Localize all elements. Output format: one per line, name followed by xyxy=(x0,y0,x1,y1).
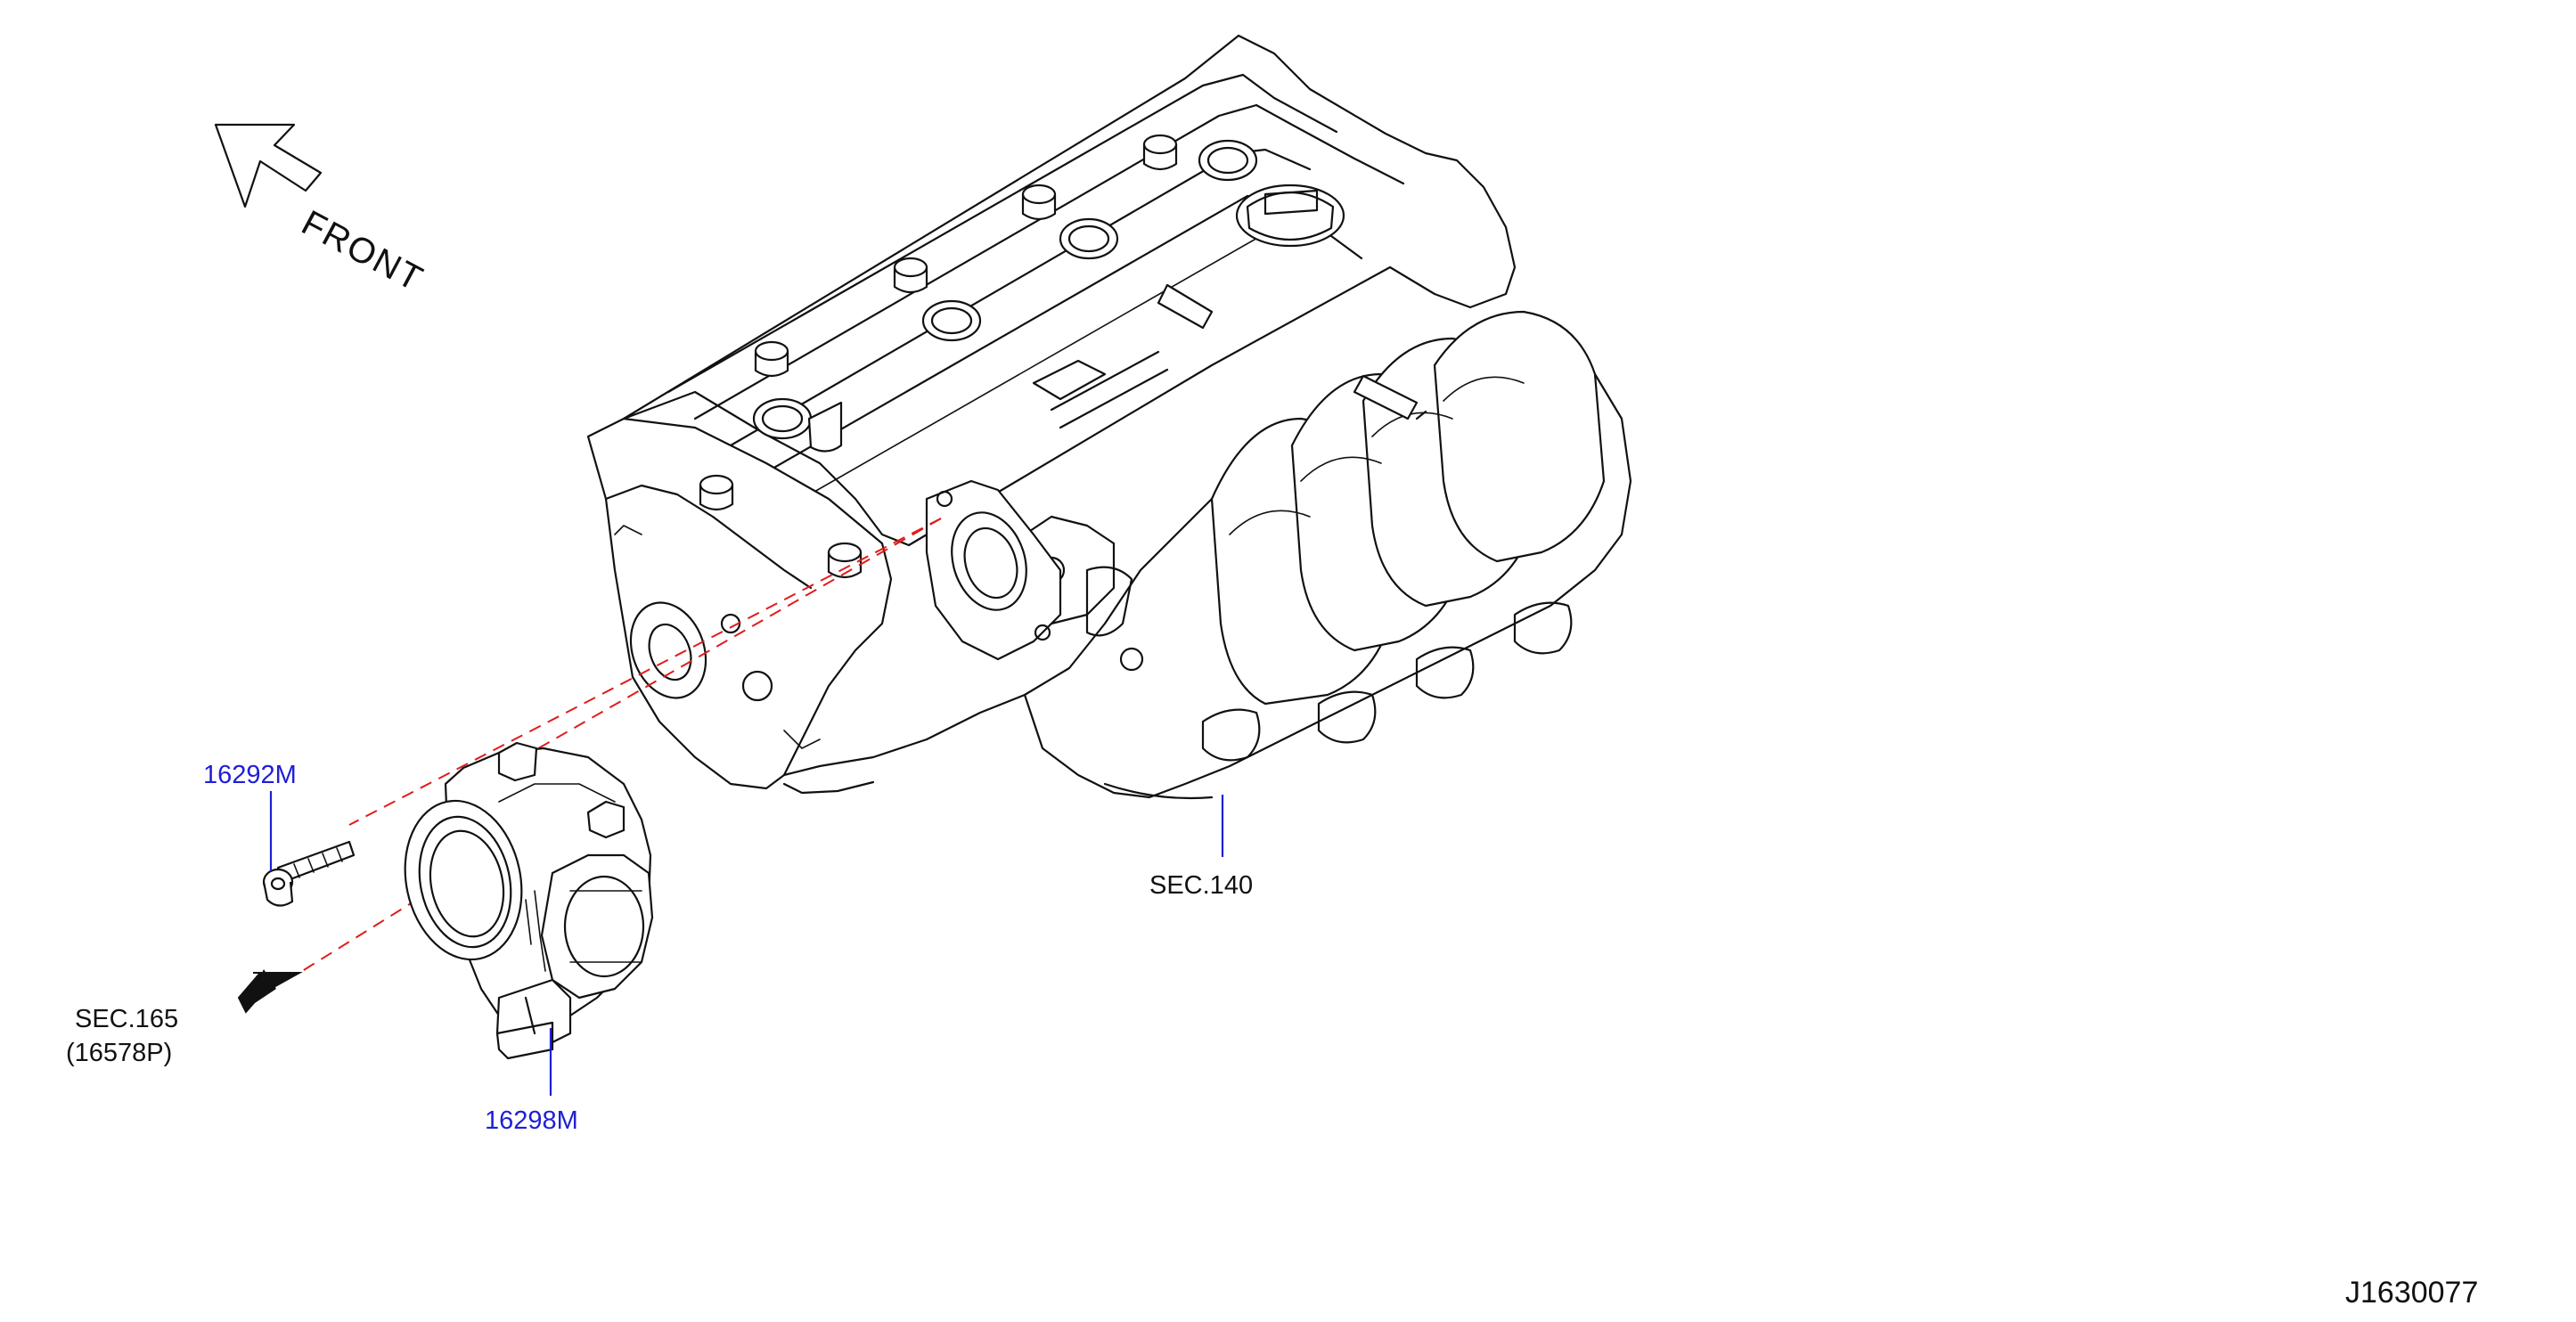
head-bolt-cap xyxy=(827,542,863,579)
spark-plug-hole xyxy=(1198,139,1258,182)
head-bolt-cap xyxy=(1142,134,1178,171)
throttle-body-bolt xyxy=(262,840,356,907)
spark-plug-hole xyxy=(921,299,982,342)
spark-plug-hole xyxy=(1059,217,1119,260)
section-165-reference[interactable]: SEC.165 xyxy=(75,1005,179,1033)
head-bolt-cap xyxy=(1021,184,1057,221)
oil-filler-cap xyxy=(1235,184,1345,248)
manifold-throttle-flange xyxy=(925,479,1062,661)
head-bolt-cap xyxy=(893,257,928,294)
head-bolt-cap xyxy=(699,474,734,511)
head-bolt-cap xyxy=(754,340,789,378)
part-number-16292m[interactable]: 16292M xyxy=(203,761,297,789)
part-number-16298m[interactable]: 16298M xyxy=(485,1106,578,1135)
alignment-lines xyxy=(298,518,942,974)
diagram-id: J1630077 xyxy=(2345,1276,2479,1310)
section-140-reference[interactable]: SEC.140 xyxy=(1149,871,1254,900)
cylinder-head-assembly xyxy=(586,34,1517,795)
harness-direction-arrow-icon xyxy=(237,969,303,1014)
intake-manifold xyxy=(925,310,1632,800)
section-165-sub-part: (16578P) xyxy=(66,1039,173,1067)
throttle-body xyxy=(404,741,654,1060)
spark-plug-hole xyxy=(752,397,813,440)
front-arrow-icon xyxy=(214,123,323,208)
